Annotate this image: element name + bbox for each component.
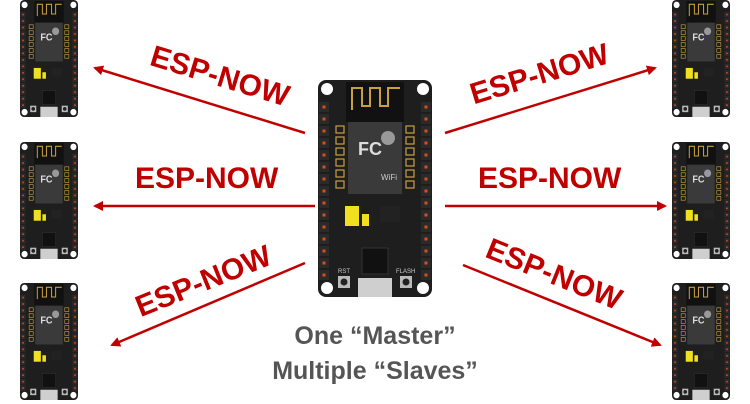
slave-board-1: FC <box>20 142 78 259</box>
svg-text:FC: FC <box>692 314 704 325</box>
esp-now-label-mid-left: ESP-NOW <box>135 162 279 195</box>
slave-board-3: FC <box>672 0 730 117</box>
rst-label: RST <box>338 269 350 275</box>
arrow-5 <box>462 263 662 347</box>
flash-label: FLASH <box>396 269 415 275</box>
master-board: FC RST FLASH WiFi <box>318 80 432 297</box>
svg-text:FC: FC <box>692 173 704 184</box>
slave-board-2: FC <box>20 283 78 400</box>
arrow-3 <box>444 65 657 135</box>
wifi-label: WiFi <box>381 173 397 182</box>
slave-board-5: FC <box>672 283 730 400</box>
slave-board-0: FC <box>20 0 78 117</box>
caption-slaves: Multiple “Slaves” <box>272 357 478 385</box>
arrow-0 <box>93 65 306 135</box>
caption-master: One “Master” <box>294 322 456 350</box>
esp-now-label-mid-right: ESP-NOW <box>478 162 622 195</box>
arrow-2 <box>110 261 306 347</box>
svg-text:FC: FC <box>358 139 382 159</box>
slave-board-4: FC <box>672 142 730 259</box>
svg-text:FC: FC <box>40 31 52 42</box>
svg-text:FC: FC <box>40 173 52 184</box>
svg-text:FC: FC <box>40 314 52 325</box>
svg-text:FC: FC <box>692 31 704 42</box>
